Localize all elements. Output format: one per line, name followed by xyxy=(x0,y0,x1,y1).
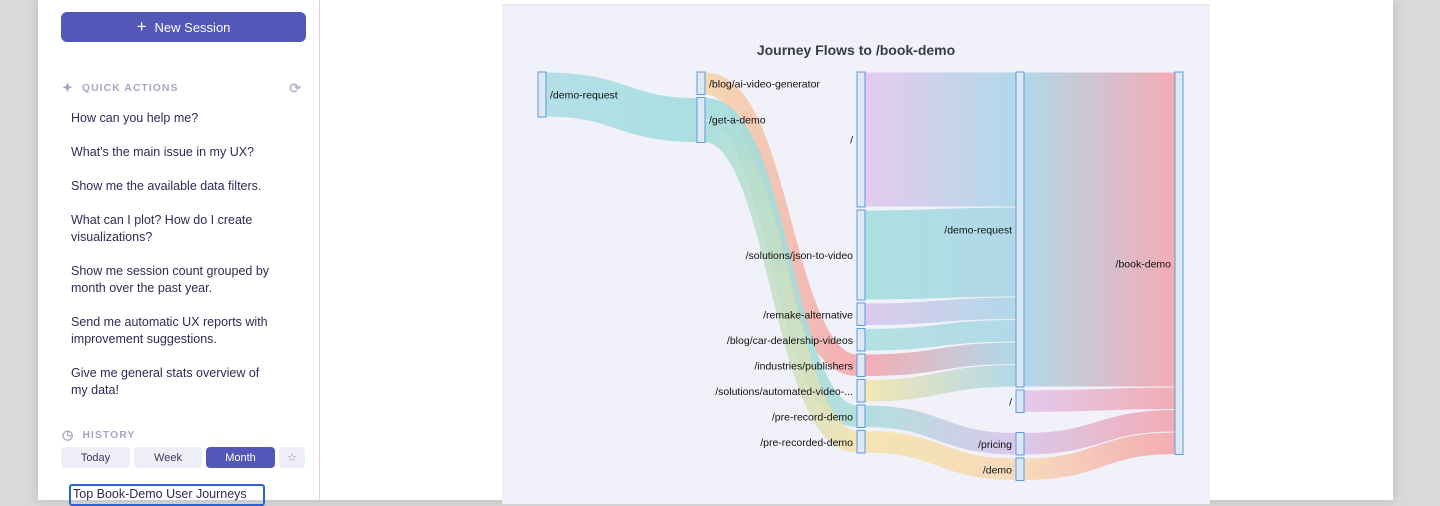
sankey-node[interactable] xyxy=(856,302,866,326)
quick-action-item[interactable]: What can I plot? How do I create visuali… xyxy=(71,213,253,244)
sankey-node[interactable] xyxy=(856,209,866,301)
quick-action-item[interactable]: Send me automatic UX reports with improv… xyxy=(71,315,268,346)
sidebar: + New Session ✦ QUICK ACTIONS ⟳ How can … xyxy=(38,0,320,506)
quick-actions-header: ✦ QUICK ACTIONS ⟳ xyxy=(62,80,302,96)
sankey-node-label: / xyxy=(850,135,853,147)
sankey-link[interactable] xyxy=(1023,432,1176,480)
sankey-link[interactable] xyxy=(864,207,1017,300)
quick-action-item[interactable]: How can you help me? xyxy=(71,111,199,125)
sankey-node[interactable] xyxy=(856,353,866,377)
sankey-node-label: /pre-recorded-demo xyxy=(760,437,853,449)
quick-action-item[interactable]: Show me session count grouped by month o… xyxy=(71,264,270,295)
sankey-link[interactable] xyxy=(864,365,1017,402)
sankey-link[interactable] xyxy=(864,297,1017,325)
clock-icon: ◷ xyxy=(62,427,75,442)
sankey-node-label: /industries/publishers xyxy=(754,360,853,372)
sankey-node-label: /solutions/json-to-video xyxy=(746,250,854,262)
quick-action-item[interactable]: What's the main issue in my UX? xyxy=(71,145,255,159)
sankey-link[interactable] xyxy=(864,320,1017,351)
sankey-node[interactable] xyxy=(1015,457,1025,481)
new-session-label: New Session xyxy=(154,19,231,35)
sankey-link[interactable] xyxy=(703,120,859,453)
history-label: HISTORY xyxy=(82,429,136,441)
chart-title: Journey Flows to /book-demo xyxy=(756,42,956,58)
app-window: + New Session ✦ QUICK ACTIONS ⟳ How can … xyxy=(38,0,1393,506)
sankey-node-label: /solutions/automated-video-... xyxy=(715,386,853,398)
plus-icon: + xyxy=(136,17,147,36)
tab-month[interactable]: Month xyxy=(206,447,275,468)
sankey-link[interactable] xyxy=(864,342,1017,376)
sankey-node-label: /pricing xyxy=(978,439,1012,451)
new-session-button[interactable]: + New Session xyxy=(61,12,306,42)
sankey-node-label: /blog/ai-video-generator xyxy=(709,78,820,90)
refresh-icon[interactable]: ⟳ xyxy=(289,79,302,96)
sankey-node[interactable] xyxy=(696,97,706,143)
sankey-node-label: /pre-record-demo xyxy=(772,411,853,423)
sankey-link[interactable] xyxy=(545,72,698,142)
history-header: ◷ HISTORY xyxy=(62,427,302,443)
sparkles-icon: ✦ xyxy=(62,80,74,95)
sankey-node-label: /get-a-demo xyxy=(709,115,766,127)
sankey-link[interactable] xyxy=(864,431,1017,480)
sankey-node[interactable] xyxy=(1015,71,1025,388)
star-icon[interactable]: ☆ xyxy=(279,447,305,468)
sankey-node-label: /demo-request xyxy=(550,90,618,102)
history-tabs: Today Week Month ☆ xyxy=(61,447,305,468)
chart-card: Journey Flows to /book-demo /demo-reques… xyxy=(502,4,1210,504)
sankey-node[interactable] xyxy=(1015,389,1025,413)
tab-today[interactable]: Today xyxy=(61,447,130,468)
sankey-link[interactable] xyxy=(1023,410,1176,455)
sankey-node[interactable] xyxy=(1015,432,1025,456)
tab-week[interactable]: Week xyxy=(134,447,202,468)
sankey-node[interactable] xyxy=(1174,71,1184,455)
sankey-node[interactable] xyxy=(856,379,866,403)
quick-action-item[interactable]: Show me the available data filters. xyxy=(71,179,262,193)
sankey-chart: /demo-request/blog/ai-video-generator/ge… xyxy=(537,71,1184,481)
sankey-node-label: /book-demo xyxy=(1116,258,1172,270)
quick-actions-label: QUICK ACTIONS xyxy=(81,82,179,94)
sankey-node-label: /remake-alternative xyxy=(763,309,853,321)
sankey-link[interactable] xyxy=(864,405,1017,455)
sankey-link[interactable] xyxy=(1023,387,1176,412)
sankey-node[interactable] xyxy=(856,404,866,428)
sankey-node[interactable] xyxy=(856,71,866,208)
quick-action-item[interactable]: Give me general stats overview of my dat… xyxy=(71,366,260,397)
sankey-node[interactable] xyxy=(537,71,547,118)
sankey-node[interactable] xyxy=(856,430,866,454)
history-item[interactable]: Top Book-Demo User Journeys xyxy=(69,484,265,506)
sankey-node-label: / xyxy=(1009,396,1012,408)
sankey-node-label: /demo-request xyxy=(944,225,1012,237)
sankey-node[interactable] xyxy=(696,71,706,95)
sankey-node[interactable] xyxy=(856,328,866,352)
sankey-node-label: /blog/car-dealership-videos xyxy=(727,335,853,347)
sankey-node-label: /demo xyxy=(983,464,1012,476)
